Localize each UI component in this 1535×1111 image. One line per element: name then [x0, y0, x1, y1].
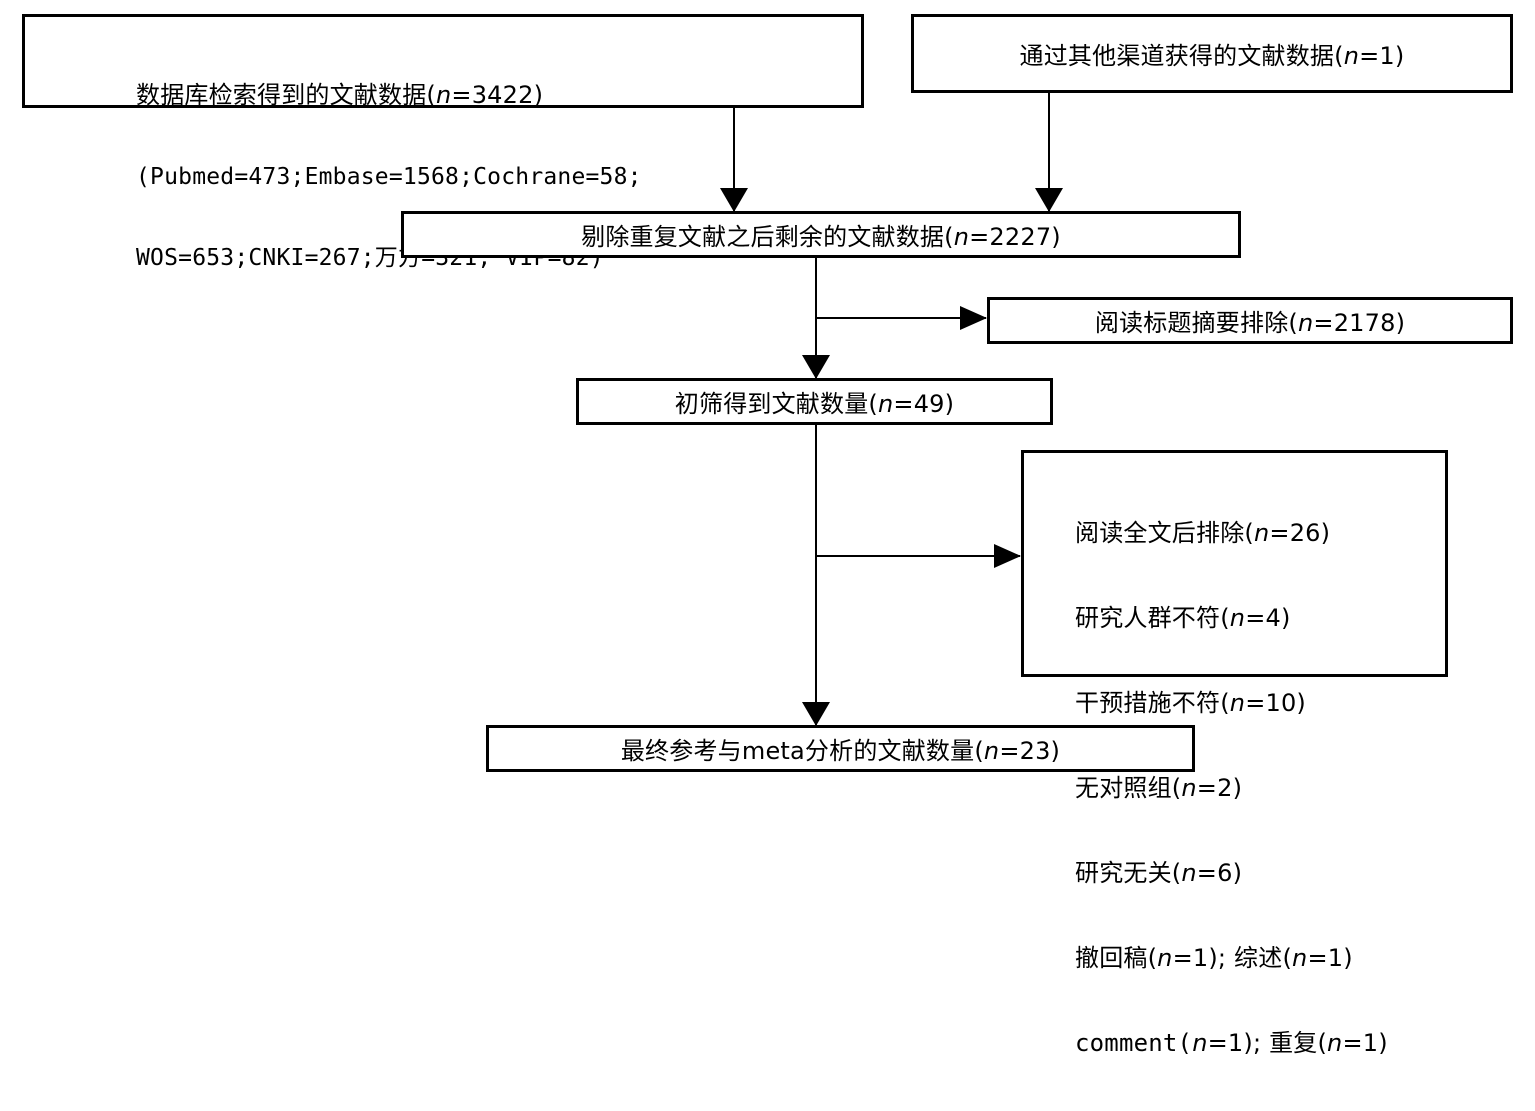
title-abstract-exclusion-box: 阅读标题摘要排除(n=2178) [987, 297, 1513, 344]
database-search-box: 数据库检索得到的文献数据(n=3422) (Pubmed=473;Embase=… [22, 14, 864, 270]
other-sources-box: 通过其他渠道获得的文献数据(n=1) [911, 14, 1513, 93]
fulltext-exclusion-row: 干预措施不符(n=10) [1075, 689, 1306, 717]
final-included-box: 最终参考与meta分析的文献数量(n=23) [486, 725, 1195, 772]
fulltext-exclusion-list: 阅读全文后排除(n=26) 研究人群不符(n=4) 干预措施不符(n=10) 无… [1075, 465, 1388, 1111]
arrowhead-screen-to-final [802, 702, 830, 726]
other-sources-text: 通过其他渠道获得的文献数据(n=1) [1019, 42, 1405, 70]
fulltext-exclusion-row: 无对照组(n=2) [1075, 774, 1243, 802]
database-search-text: 数据库检索得到的文献数据(n=3422) (Pubmed=473;Embase=… [136, 27, 642, 326]
database-search-line2: (Pubmed=473;Embase=1568;Cochrane=58; [136, 164, 642, 190]
connector-layer [720, 93, 1063, 726]
title-abstract-exclusion-text: 阅读标题摘要排除(n=2178) [1094, 309, 1406, 337]
fulltext-exclusion-row: 撤回稿(n=1); 综述(n=1) [1075, 944, 1353, 972]
fulltext-exclusion-row: comment(n=1); 重复(n=1) [1075, 1029, 1388, 1057]
fulltext-exclusion-row: 研究人群不符(n=4) [1075, 604, 1291, 632]
deduplicated-records-box: 剔除重复文献之后剩余的文献数据(n=2227) [401, 211, 1241, 258]
arrowhead-other-to-dedup [1035, 188, 1063, 212]
final-included-text: 最终参考与meta分析的文献数量(n=23) [620, 737, 1061, 765]
database-search-line1: 数据库检索得到的文献数据(n=3422) [136, 81, 544, 109]
fulltext-exclusion-row: 阅读全文后排除(n=26) [1075, 519, 1331, 547]
arrowhead-db-to-dedup [720, 188, 748, 212]
fulltext-exclusion-row: 研究无关(n=6) [1075, 859, 1243, 887]
arrowhead-dedup-to-screen [802, 355, 830, 379]
arrowhead-to-fulltext-exclusion [994, 544, 1021, 568]
deduplicated-records-text: 剔除重复文献之后剩余的文献数据(n=2227) [581, 223, 1061, 251]
arrowhead-to-title-exclusion [960, 306, 987, 330]
initial-screening-text: 初筛得到文献数量(n=49) [674, 390, 955, 418]
fulltext-exclusion-box: 阅读全文后排除(n=26) 研究人群不符(n=4) 干预措施不符(n=10) 无… [1021, 450, 1448, 1055]
initial-screening-box: 初筛得到文献数量(n=49) [576, 378, 1053, 425]
